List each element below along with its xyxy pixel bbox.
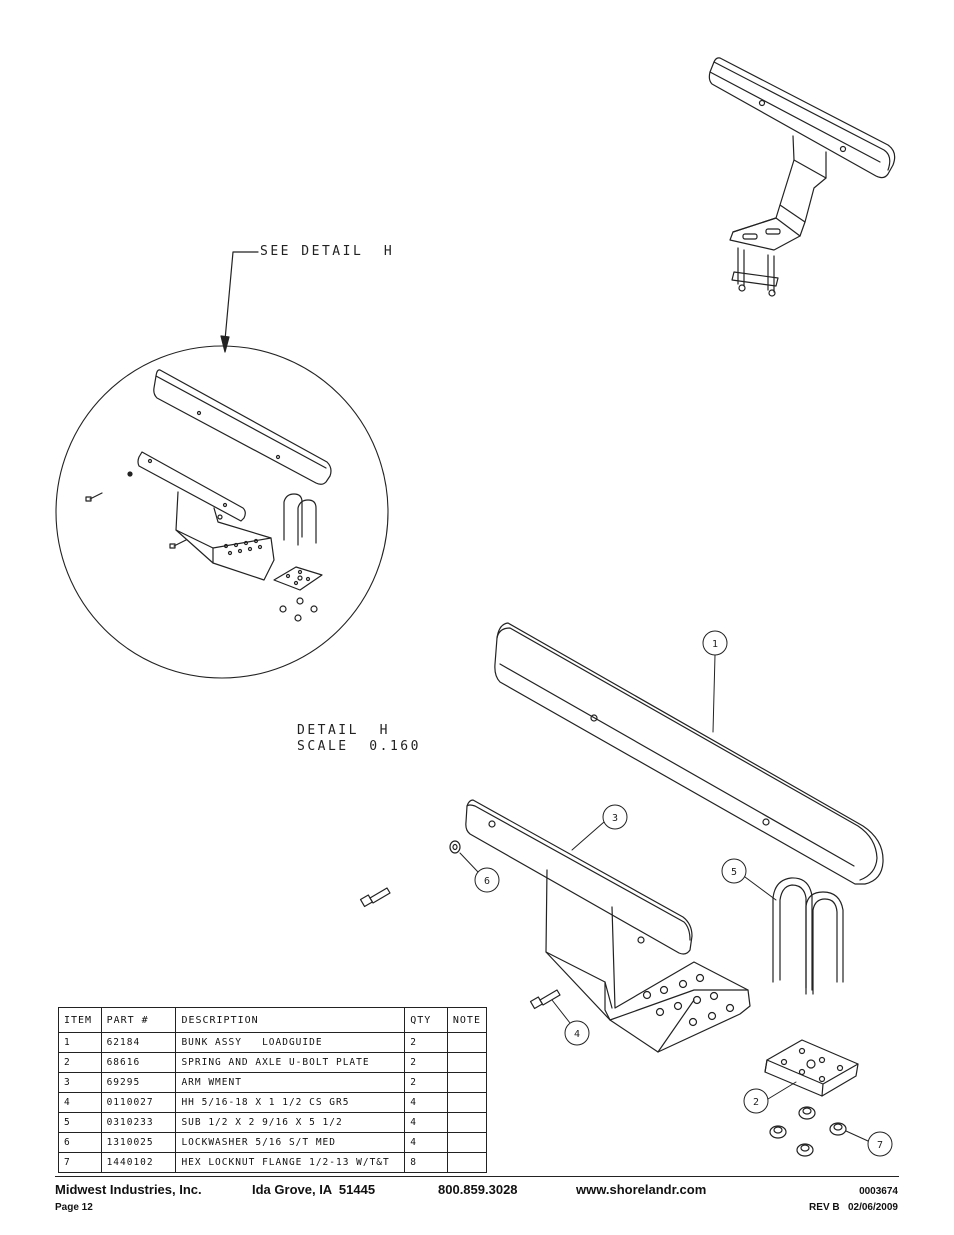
item-1-bunk-board [495, 623, 883, 884]
bom-header-part: PART # [100, 1007, 177, 1033]
assembly-drawing: 1 2 3 4 5 6 7 [0, 0, 954, 1170]
bom-part-number: 1310025 [100, 1132, 177, 1153]
footer-divider [55, 1176, 899, 1177]
bom-note [446, 1152, 488, 1173]
callout-5-text: 5 [731, 867, 737, 878]
bom-part-number: 0110027 [100, 1092, 177, 1113]
bom-item: 3 [58, 1072, 102, 1093]
bom-qty: 8 [404, 1152, 448, 1173]
bom-qty: 4 [404, 1112, 448, 1133]
callout-4-text: 4 [574, 1029, 580, 1040]
callout-3-text: 3 [612, 813, 618, 824]
see-detail-label: SEE DETAIL H [260, 244, 395, 259]
bom-item: 1 [58, 1032, 102, 1053]
bom-qty: 2 [404, 1052, 448, 1073]
table-row: 6 1310025 LOCKWASHER 5/16 S/T MED 4 [58, 1132, 488, 1153]
callout-bubble-6 [475, 868, 499, 892]
bom-note [446, 1132, 488, 1153]
callout-bubble-7 [868, 1132, 892, 1156]
bom-qty: 2 [404, 1072, 448, 1093]
bom-note [446, 1072, 488, 1093]
bom-qty: 4 [404, 1092, 448, 1113]
callout-6-text: 6 [484, 876, 490, 887]
item-7-hex-locknuts [770, 1107, 846, 1156]
table-row: 7 1440102 HEX LOCKNUT FLANGE 1/2-13 W/T&… [58, 1152, 488, 1173]
bom-description: HH 5/16-18 X 1 1/2 CS GR5 [175, 1092, 406, 1113]
bom-part-number: 0310233 [100, 1112, 177, 1133]
footer-revision: REV B 02/06/2009 [809, 1202, 898, 1213]
bom-item: 6 [58, 1132, 102, 1153]
bom-item: 4 [58, 1092, 102, 1113]
footer-page-number: Page 12 [55, 1202, 93, 1213]
bom-part-number: 1440102 [100, 1152, 177, 1173]
see-detail-leader [221, 252, 258, 352]
footer-phone: 800.859.3028 [438, 1182, 518, 1197]
callout-7-text: 7 [877, 1140, 883, 1151]
footer-doc-number: 0003674 [859, 1186, 898, 1197]
bom-note [446, 1052, 488, 1073]
detail-scale: SCALE 0.160 [297, 739, 421, 754]
bom-part-number: 69295 [100, 1072, 177, 1093]
bom-note [446, 1092, 488, 1113]
callout-1-text: 1 [712, 639, 718, 650]
footer-location: Ida Grove, IA 51445 [252, 1182, 376, 1197]
table-row: 4 0110027 HH 5/16-18 X 1 1/2 CS GR5 4 [58, 1092, 488, 1113]
table-row: 1 62184 BUNK ASSY LOADGUIDE 2 [58, 1032, 488, 1053]
bom-part-number: 62184 [100, 1032, 177, 1053]
bom-header-item: ITEM [58, 1007, 102, 1033]
footer-website[interactable]: www.shorelandr.com [576, 1182, 707, 1197]
bom-part-number: 68616 [100, 1052, 177, 1073]
callout-bubble-5 [722, 859, 746, 883]
bom-header-qty: QTY [404, 1007, 448, 1033]
table-row: 2 68616 SPRING AND AXLE U-BOLT PLATE 2 [58, 1052, 488, 1073]
bom-description: BUNK ASSY LOADGUIDE [175, 1032, 406, 1053]
detail-circle-exploded-view [86, 370, 331, 621]
item-2-u-bolt-plate [765, 1040, 858, 1096]
bom-description: HEX LOCKNUT FLANGE 1/2-13 W/T&T [175, 1152, 406, 1173]
bom-description: ARM WMENT [175, 1072, 406, 1093]
item-callouts [460, 631, 892, 1156]
bom-note [446, 1112, 488, 1133]
callout-bubble-3 [603, 805, 627, 829]
item-6-lockwasher [450, 841, 460, 853]
table-row: 5 0310233 SUB 1/2 X 2 9/16 X 5 1/2 4 [58, 1112, 488, 1133]
item-3-arm-weldment [466, 800, 750, 1052]
item-5-u-bolts [773, 878, 843, 994]
bom-header-description: DESCRIPTION [175, 1007, 406, 1033]
item-4-bolts [361, 888, 560, 1008]
assembled-bunk-view [709, 58, 894, 296]
bill-of-materials-table: ITEM PART # DESCRIPTION QTY NOTE 1 62184… [58, 1007, 488, 1173]
bom-qty: 4 [404, 1132, 448, 1153]
bom-description: SPRING AND AXLE U-BOLT PLATE [175, 1052, 406, 1073]
bom-item: 5 [58, 1112, 102, 1133]
callout-bubble-2 [744, 1089, 768, 1113]
bom-header-row: ITEM PART # DESCRIPTION QTY NOTE [58, 1007, 488, 1033]
callout-bubble-4 [565, 1021, 589, 1045]
callout-2-text: 2 [753, 1097, 759, 1108]
bom-description: LOCKWASHER 5/16 S/T MED [175, 1132, 406, 1153]
detail-title: DETAIL H [297, 723, 390, 738]
bom-qty: 2 [404, 1032, 448, 1053]
bom-item: 7 [58, 1152, 102, 1173]
table-row: 3 69295 ARM WMENT 2 [58, 1072, 488, 1093]
bom-description: SUB 1/2 X 2 9/16 X 5 1/2 [175, 1112, 406, 1133]
detail-circle [56, 346, 388, 678]
footer-company: Midwest Industries, Inc. [55, 1182, 202, 1197]
bom-note [446, 1032, 488, 1053]
bom-item: 2 [58, 1052, 102, 1073]
bom-header-note: NOTE [446, 1007, 488, 1033]
